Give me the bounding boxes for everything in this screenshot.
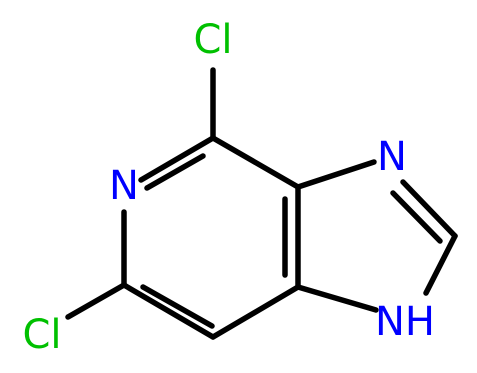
bond-n3-c2-inner [390,190,443,244]
bond-c6-c7-inner [140,284,215,329]
bond-c4-n5-inner [144,153,206,191]
bond-c2-n1 [423,233,458,296]
atom-label-n-imidazole: N [377,134,407,180]
bond-c3a-n3 [295,159,377,190]
bond-n3-c2 [400,179,458,239]
atom-label-nh-imidazole: NH [375,299,435,345]
atom-label-cl-left: Cl [22,312,61,358]
bond-c4-n5 [138,135,216,183]
bond-n1-c7a [295,284,379,313]
bond-c6-cl-left [65,282,127,320]
atom-label-n-pyridine: N [109,163,139,209]
bond-c6-c7 [121,282,216,340]
bond-layer [65,67,458,340]
bond-c3a-c4 [210,135,301,190]
bond-c7-c7a [210,284,301,340]
atom-label-cl-top: Cl [193,17,232,63]
